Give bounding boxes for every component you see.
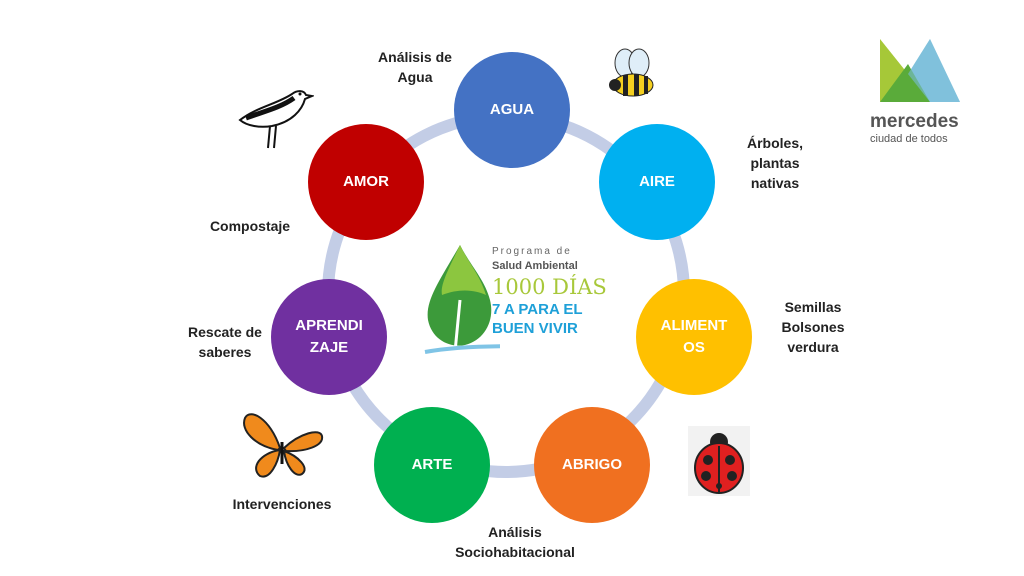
node-alimentos: ALIMENT OS [636, 279, 752, 395]
leaf-icon [424, 245, 500, 354]
annotation-aire-line3: nativas [750, 175, 800, 191]
annotation-alimentos-line3: verdura [787, 339, 839, 355]
node-arte: ARTE [374, 407, 490, 523]
logo-line5: BUEN VIVIR [492, 320, 578, 337]
bee-icon [609, 48, 654, 97]
annotation-amor-line1: Compostaje [209, 218, 291, 234]
brand-name: mercedes [870, 111, 959, 132]
annotation-agua: Análisis de Agua [362, 47, 468, 87]
logo-line2: Salud Ambiental [492, 260, 578, 272]
annotation-arte-line1: Intervenciones [232, 496, 332, 512]
butterfly-icon [243, 413, 324, 478]
annotation-aprendizaje-line1: Rescate de [188, 324, 262, 340]
mercedes-logo: mercedes ciudad de todos [870, 34, 980, 145]
annotation-aprendizaje: Rescate de saberes [180, 322, 270, 362]
bird-icon [238, 90, 314, 149]
annotation-aire-line2: plantas [750, 155, 800, 171]
annotation-agua-line2: Agua [397, 69, 433, 85]
annotation-alimentos-line2: Bolsones [781, 319, 845, 335]
annotation-arte: Intervenciones [222, 494, 342, 514]
annotation-amor: Compostaje [200, 216, 300, 236]
node-aire: AIRE [599, 124, 715, 240]
logo-line1: Programa de [492, 246, 572, 257]
annotation-alimentos-line1: Semillas [784, 299, 842, 315]
node-abrigo: ABRIGO [534, 407, 650, 523]
ladybug-icon [688, 426, 750, 496]
brand-tagline: ciudad de todos [870, 133, 948, 145]
center-logo: Programa de Salud Ambiental 1000 DÍAS 7 … [420, 238, 610, 363]
annotation-abrigo-line1: Análisis [488, 524, 542, 540]
annotation-aprendizaje-line2: saberes [198, 344, 252, 360]
annotation-aire-line1: Árboles, [746, 135, 803, 151]
mountain-logo-icon [880, 39, 960, 102]
node-amor: AMOR [308, 124, 424, 240]
logo-line4: 7 A PARA EL [492, 301, 583, 318]
logo-line3: 1000 DÍAS [492, 275, 607, 299]
annotation-aire: Árboles, plantas nativas [730, 133, 820, 193]
annotation-agua-line1: Análisis de [378, 49, 452, 65]
annotation-abrigo-line2: Sociohabitacional [455, 544, 575, 560]
node-agua: AGUA [454, 52, 570, 168]
node-aprendizaje: APRENDI ZAJE [271, 279, 387, 395]
